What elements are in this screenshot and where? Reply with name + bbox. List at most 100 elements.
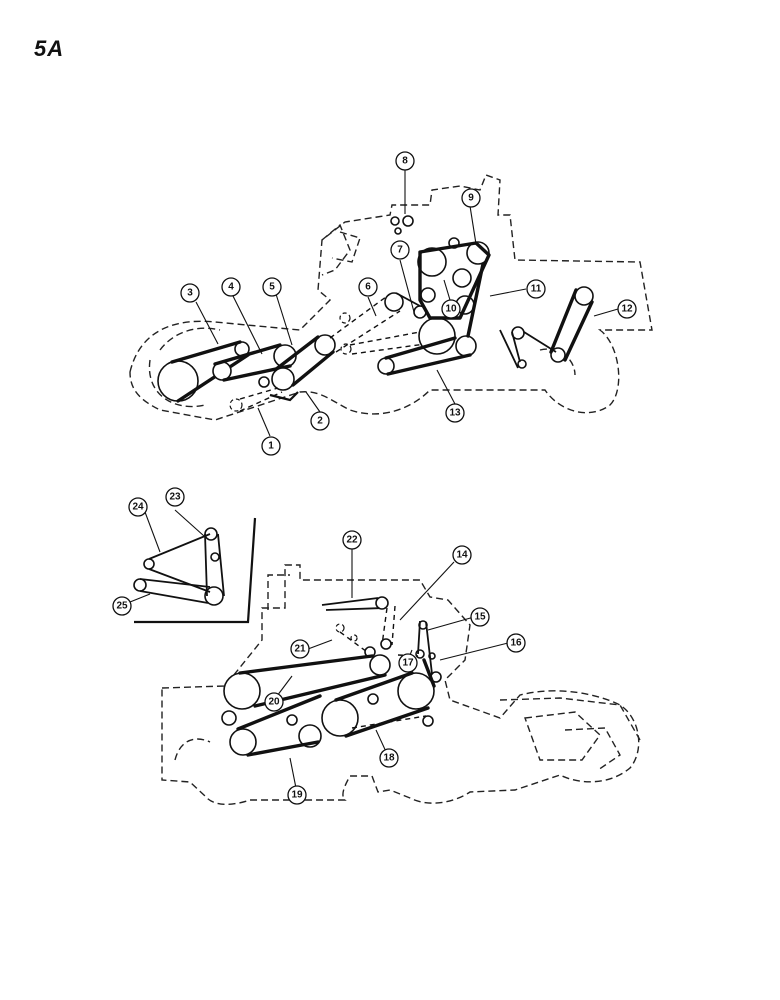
belt-1 [239,387,283,412]
svg-text:22: 22 [346,535,358,546]
bottom-machine-outline [161,564,641,806]
belt-7 [395,292,421,307]
inset-border [134,517,257,624]
page-number: 5A [34,36,65,61]
callout-7: 7 [390,240,410,260]
callout-21: 21 [290,639,310,659]
pulley [390,216,400,226]
belt-19 [236,694,322,757]
svg-text:3: 3 [187,288,193,299]
belt-dashed [349,331,426,355]
pulley [452,268,472,288]
belt-6 [329,293,401,353]
bottom-leaders [129,509,509,794]
svg-text:17: 17 [402,658,414,669]
svg-text:24: 24 [132,502,144,513]
callout-17: 17 [398,653,418,673]
callout-20: 20 [264,692,284,712]
pulley [350,634,358,642]
belt-16 [422,658,436,688]
pulley [380,638,392,650]
pulley [402,215,414,227]
pulley [455,335,477,357]
svg-text:25: 25 [116,601,128,612]
belt-2 [273,335,335,387]
svg-text:13: 13 [449,408,461,419]
callout-6: 6 [358,277,378,297]
callout-11: 11 [526,279,546,299]
pulley [384,292,404,312]
belt-3 [170,340,250,403]
belt-18 [334,671,430,738]
pulley [258,376,270,388]
pulley [397,672,435,710]
pulley [367,693,379,705]
top-leaders [195,170,619,437]
pulley [394,227,402,235]
pulley [321,699,359,737]
belt-12 [549,288,594,362]
pulley [415,649,425,659]
pulley [314,334,336,356]
belt-13 [384,336,472,376]
callout-25: 25 [112,596,132,616]
svg-text:4: 4 [228,282,234,293]
bottom-belt-drives [221,596,442,757]
svg-text:14: 14 [456,550,468,561]
callout-24: 24 [128,497,148,517]
pulley [221,710,237,726]
pulley [229,728,257,756]
svg-text:20: 20 [268,697,280,708]
callout-3: 3 [180,283,200,303]
svg-text:2: 2 [317,416,323,427]
callout-19: 19 [287,785,307,805]
inset-panel [133,517,257,624]
callout-15: 15 [470,607,490,627]
svg-text:6: 6 [365,282,371,293]
pulley [143,558,155,570]
pulley [339,312,351,324]
top-belt-drives [157,215,594,412]
belt-14 [381,605,396,646]
svg-text:8: 8 [402,156,408,167]
callout-10: 10 [441,299,461,319]
callout-23: 23 [165,487,185,507]
callout-5: 5 [262,277,282,297]
pulley [133,578,147,592]
belt [511,331,557,363]
svg-text:7: 7 [397,245,403,256]
callout-18: 18 [379,748,399,768]
pulley [271,367,295,391]
callout-16: 16 [506,633,526,653]
svg-text:1: 1 [268,441,274,452]
svg-text:5: 5 [269,282,275,293]
belt [499,329,519,369]
belt-dashed [351,715,427,729]
bracket [269,391,299,402]
svg-text:21: 21 [294,644,306,655]
svg-text:10: 10 [445,304,457,315]
callout-13: 13 [445,403,465,423]
callout-8: 8 [395,151,415,171]
callout-1: 1 [261,436,281,456]
pulley [210,552,220,562]
pulley [286,714,298,726]
pulley [375,596,389,610]
pulley [422,715,434,727]
callout-4: 4 [221,277,241,297]
svg-text:16: 16 [510,638,522,649]
svg-text:19: 19 [291,790,303,801]
belt-15 [417,620,433,675]
svg-text:9: 9 [468,193,474,204]
pulley [229,398,243,412]
belt-24 [148,533,211,593]
callout-2: 2 [310,411,330,431]
svg-text:11: 11 [531,284,542,295]
svg-text:18: 18 [383,753,395,764]
svg-text:15: 15 [474,612,486,623]
belt-22 [321,597,385,611]
callout-12: 12 [617,299,637,319]
callout-14: 14 [452,545,472,565]
pulley [417,247,447,277]
